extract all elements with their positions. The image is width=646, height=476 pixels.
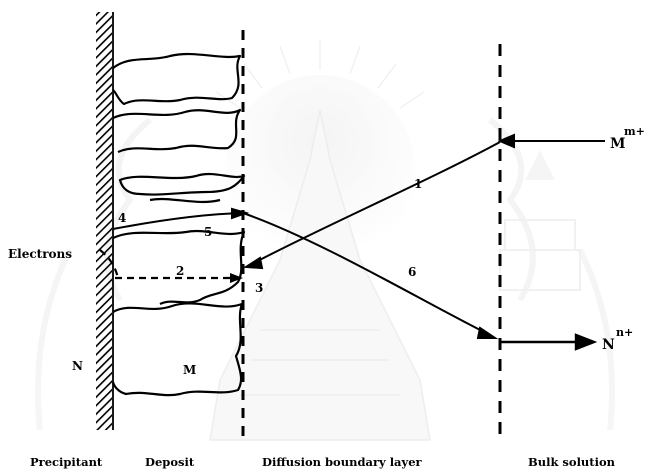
metal-m-label: M xyxy=(183,363,196,377)
step-5-label: 5 xyxy=(204,225,212,239)
path-2-arrow xyxy=(100,250,243,283)
path-5-arrow xyxy=(113,209,246,229)
step-4-label: 4 xyxy=(118,211,126,225)
step-2-label: 2 xyxy=(176,264,184,278)
region-bulk: Bulk solution xyxy=(528,455,616,469)
ion-n-label: N xyxy=(602,337,615,353)
region-deposit: Deposit xyxy=(145,455,195,469)
step-6-label: 6 xyxy=(408,265,416,279)
region-diffusion: Diffusion boundary layer xyxy=(262,455,423,469)
step-1-label: 1 xyxy=(414,177,422,191)
ion-n-charge: n+ xyxy=(616,326,633,339)
region-precipitant: Precipitant xyxy=(30,455,103,469)
metal-n-label: N xyxy=(72,359,83,373)
watermark-emblem xyxy=(38,40,612,440)
ion-m-label: M xyxy=(610,136,626,152)
electrons-label: Electrons xyxy=(8,247,72,261)
step-3-label: 3 xyxy=(255,281,263,295)
ion-m-charge: m+ xyxy=(624,125,645,138)
n-ion-arrow xyxy=(500,335,594,349)
precipitant-wall xyxy=(96,12,113,430)
